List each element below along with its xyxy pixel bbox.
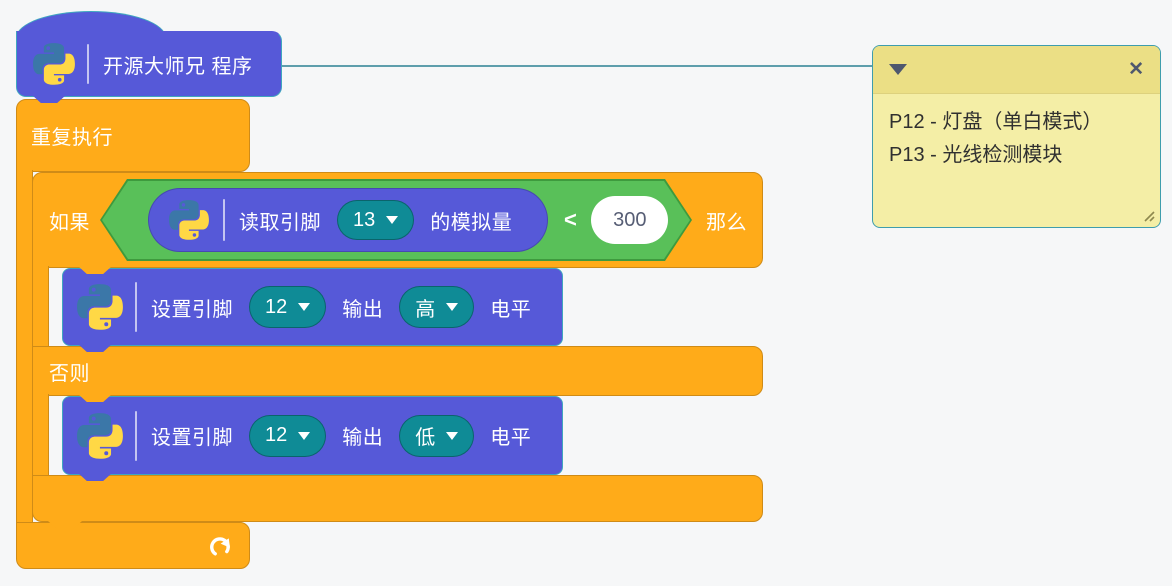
comment-header[interactable]: ✕: [873, 46, 1160, 94]
icon-separator: [223, 199, 225, 241]
level-dropdown-value: 高: [415, 298, 436, 321]
chevron-down-icon: [298, 431, 311, 440]
block-bump: [48, 521, 82, 529]
pin-dropdown-value: 12: [265, 295, 288, 318]
chevron-down-icon: [298, 303, 311, 311]
forever-block-bottom[interactable]: [16, 522, 250, 569]
if-label: 如果: [49, 211, 90, 234]
level-suffix-label: 电平: [490, 427, 532, 449]
else-bar[interactable]: 否则: [32, 346, 763, 396]
icon-separator: [135, 410, 137, 461]
hexagon-content: 读取引脚 13 的模拟量 < 300: [100, 179, 692, 261]
pin-dropdown[interactable]: 12: [249, 414, 327, 457]
python-icon: [169, 200, 209, 240]
loop-arrow-icon: [210, 536, 230, 555]
if-block-closing-bar[interactable]: [32, 475, 763, 522]
set-pin-prefix-label: 设置引脚: [151, 298, 233, 321]
pin-dropdown-value: 12: [265, 424, 288, 446]
python-icon: [33, 43, 75, 85]
read-pin-prefix-label: 读取引脚: [239, 211, 321, 234]
block-bump: [32, 95, 66, 103]
comment-note[interactable]: ✕ P12 - 灯盘（单白模式） P13 - 光线检测模块: [872, 45, 1161, 228]
else-label: 否则: [49, 362, 90, 385]
if-block-arm[interactable]: [32, 394, 49, 476]
block-bump: [78, 473, 112, 481]
pin-dropdown[interactable]: 12: [249, 286, 327, 328]
output-label: 输出: [342, 427, 384, 449]
level-dropdown[interactable]: 高: [399, 286, 475, 328]
comment-line: P12 - 灯盘（单白模式）: [889, 111, 1103, 133]
close-icon[interactable]: ✕: [1128, 59, 1144, 80]
forever-block-top[interactable]: 重复执行: [16, 99, 250, 172]
then-label: 那么: [706, 211, 747, 234]
level-dropdown[interactable]: 低: [399, 414, 475, 457]
level-suffix-label: 电平: [490, 298, 532, 321]
read-pin-reporter-block[interactable]: 读取引脚 13 的模拟量: [148, 188, 548, 252]
hat-block-program-start[interactable]: 开源大师兄 程序: [16, 31, 282, 97]
icon-separator: [135, 282, 137, 332]
pin-dropdown[interactable]: 13: [337, 200, 415, 240]
chevron-down-icon: [446, 431, 459, 440]
less-than-operator: <: [564, 207, 578, 232]
chevron-down-icon: [386, 216, 399, 224]
python-icon: [77, 413, 123, 459]
comment-connector-line: [282, 65, 872, 67]
chevron-down-icon: [446, 303, 459, 311]
forever-block-arm[interactable]: [16, 170, 33, 523]
condition-hexagon[interactable]: 读取引脚 13 的模拟量 < 300: [100, 179, 692, 261]
forever-label: 重复执行: [31, 127, 113, 149]
resize-handle-icon[interactable]: [1142, 209, 1155, 222]
if-block-top[interactable]: 如果 读取引脚 13 的模拟量 < 300 那么: [32, 172, 763, 268]
python-icon: [77, 284, 123, 330]
comment-line: P13 - 光线检测模块: [889, 144, 1063, 166]
threshold-value-input[interactable]: 300: [591, 196, 669, 244]
collapse-triangle-icon[interactable]: [889, 64, 907, 75]
comment-body[interactable]: P12 - 灯盘（单白模式） P13 - 光线检测模块: [873, 94, 1160, 184]
read-pin-suffix-label: 的模拟量: [430, 211, 513, 234]
icon-separator: [87, 44, 89, 84]
block-bump: [78, 394, 112, 402]
if-block-arm[interactable]: [32, 266, 49, 347]
set-pin-low-block[interactable]: 设置引脚 12 输出 低 电平: [62, 396, 563, 475]
block-bump: [78, 344, 112, 352]
set-pin-high-block[interactable]: 设置引脚 12 输出 高 电平: [62, 268, 563, 346]
level-dropdown-value: 低: [415, 427, 436, 449]
pin-dropdown-value: 13: [353, 208, 376, 231]
output-label: 输出: [342, 298, 384, 321]
hat-block-label: 开源大师兄 程序: [103, 55, 253, 78]
set-pin-prefix-label: 设置引脚: [151, 427, 233, 449]
block-bump: [78, 266, 112, 274]
